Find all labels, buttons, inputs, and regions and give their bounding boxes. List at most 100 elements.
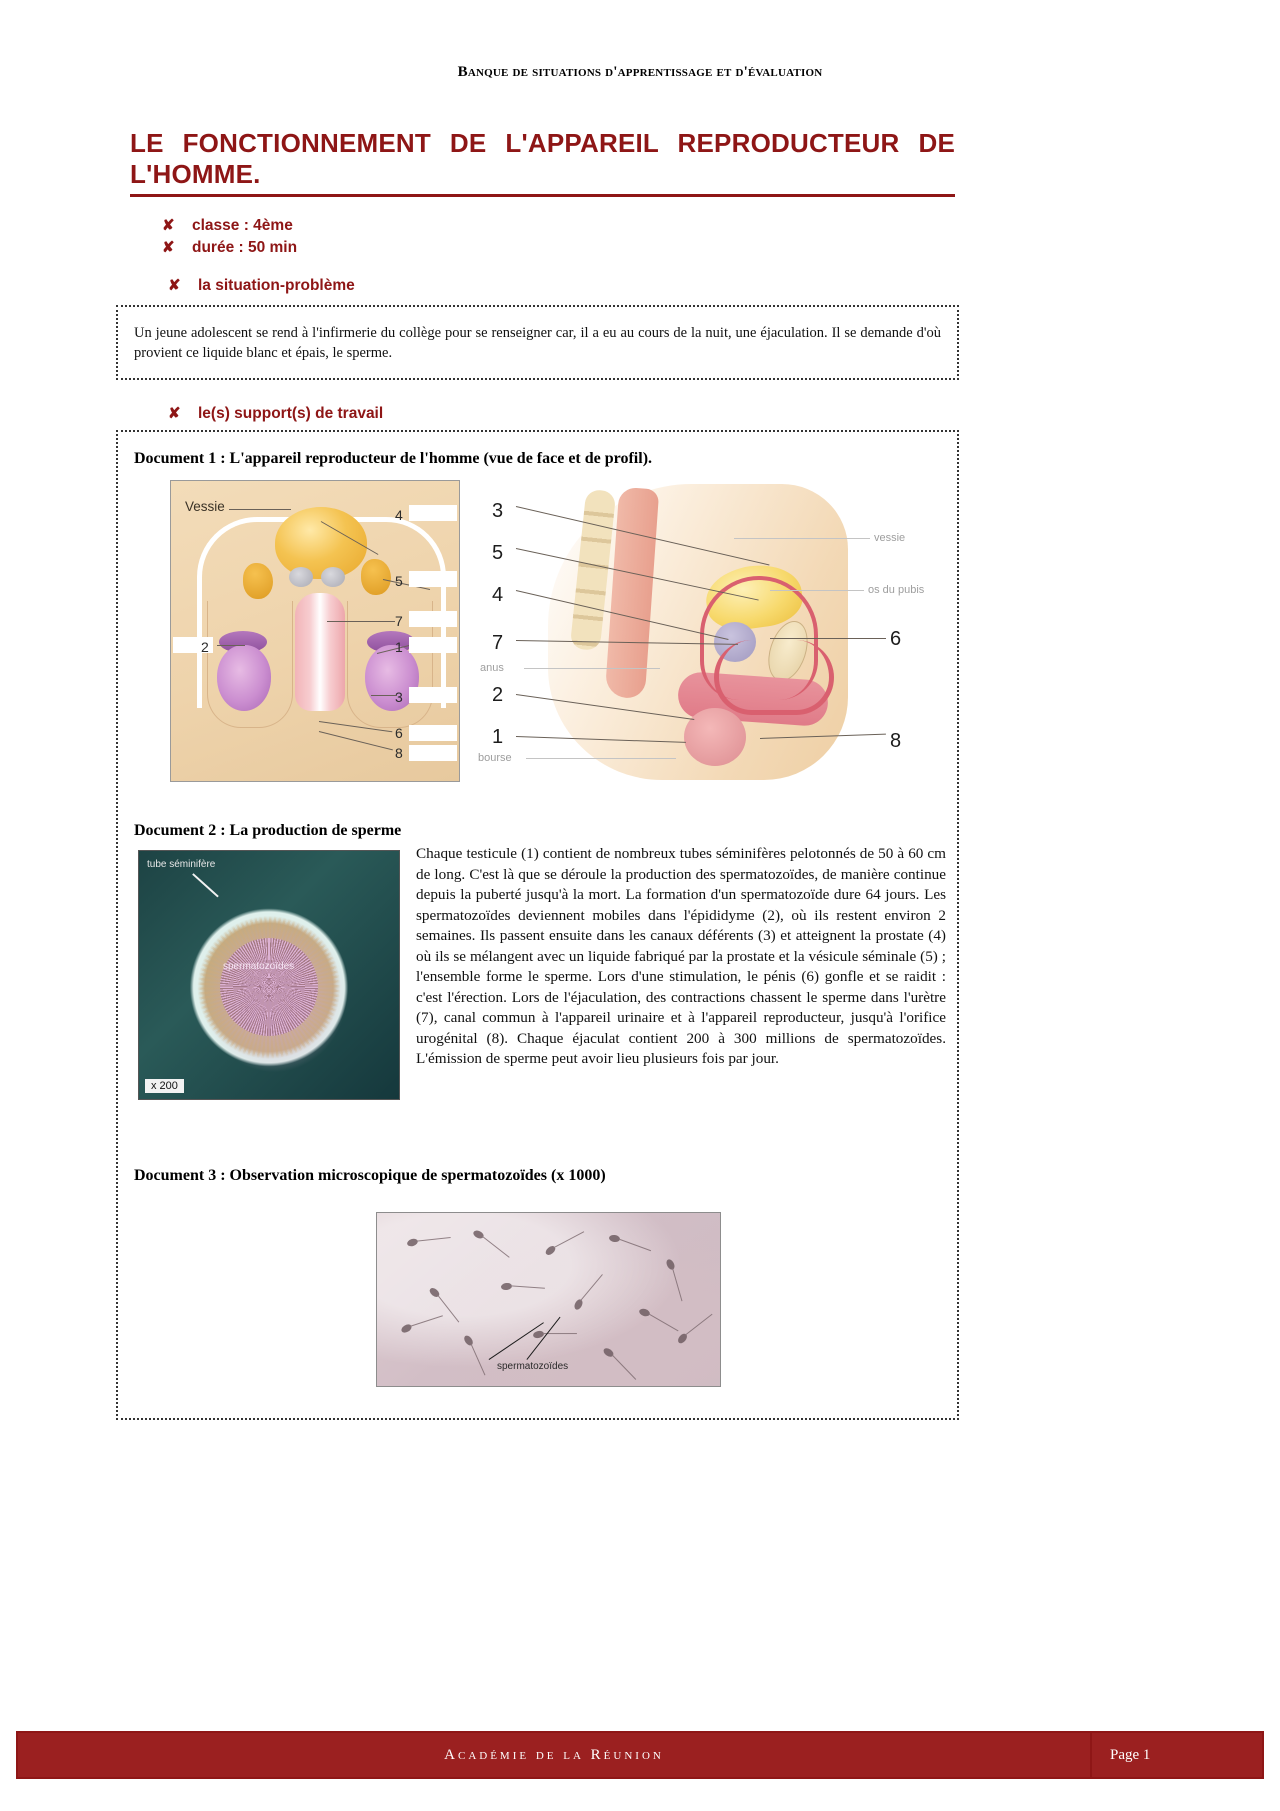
spermatozoon — [544, 1244, 557, 1257]
bullet-cross-icon: ✘ — [168, 277, 181, 294]
leader-line-2 — [217, 645, 245, 646]
profile-label-anus: anus — [480, 662, 504, 674]
answer-box-4[interactable] — [409, 505, 457, 521]
leader-line-vessie — [229, 509, 291, 510]
answer-box-2[interactable] — [173, 637, 213, 653]
profile-leader-anus — [524, 668, 660, 669]
profile-callout-1: 1 — [492, 726, 504, 748]
callout-number-3: 3 — [395, 689, 403, 705]
callout-number-7: 7 — [395, 613, 403, 629]
title-line-2: L'HOMME. — [130, 159, 261, 189]
micrograph-core — [220, 938, 318, 1037]
profile-callout-8: 8 — [890, 730, 902, 752]
profile-callout-7: 7 — [492, 632, 504, 654]
meta-duree-label: durée : 50 min — [192, 239, 298, 256]
spermatozoon — [601, 1346, 616, 1359]
spermatozoon — [428, 1286, 441, 1299]
document-2-text: Chaque testicule (1) contient de nombreu… — [416, 845, 946, 1067]
front-label-vessie: Vessie — [185, 499, 225, 514]
page-title: LE FONCTIONNEMENT DE L'APPAREIL REPRODUC… — [130, 128, 955, 197]
micrograph-label-spermatozoides: spermatozoïdes — [223, 961, 295, 972]
vas-deferens-left-shape — [197, 517, 308, 708]
seminal-vesicle-right-shape — [361, 559, 391, 595]
prostate-left-shape — [289, 567, 313, 587]
figure-seminiferous-tubule-micrograph: tube séminifère spermatozoïdes x 200 — [138, 850, 400, 1100]
callout-number-1: 1 — [395, 639, 403, 655]
profile-view-panel: 3 5 4 7 2 1 anus bourse vessie — [470, 480, 950, 782]
meta-classe-label: classe : 4ème — [192, 217, 293, 234]
answer-box-3[interactable] — [409, 687, 457, 703]
page-footer: Académie de la Réunion Page 1 — [16, 1731, 1264, 1779]
situation-problem-box: Un jeune adolescent se rend à l'infirmer… — [116, 305, 959, 380]
scrotum-profile-shape — [684, 708, 746, 766]
document-3-caption: Document 3 : Observation microscopique d… — [134, 1167, 606, 1184]
profile-callout-5: 5 — [492, 542, 504, 564]
answer-box-7[interactable] — [409, 611, 457, 627]
front-view-panel: Vessie 4 — [170, 480, 460, 782]
profile-leader-6 — [770, 638, 886, 639]
scrotum-outline-left — [207, 601, 293, 728]
profile-callout-2: 2 — [492, 684, 504, 706]
micrograph-label-tube: tube séminifère — [147, 859, 216, 870]
footer-institution: Académie de la Réunion — [18, 1733, 1092, 1777]
spermatozoon — [572, 1298, 585, 1311]
answer-box-5[interactable] — [409, 571, 457, 587]
answer-box-6[interactable] — [409, 725, 457, 741]
supports-box: Document 1 : L'appareil reproducteur de … — [116, 430, 959, 1420]
document-1-caption: Document 1 : L'appareil reproducteur de … — [134, 450, 653, 467]
figure-reproductive-system: Vessie 4 — [170, 480, 950, 790]
section-heading-supports: ✘ le(s) support(s) de travail — [168, 403, 383, 424]
prostate-right-shape — [321, 567, 345, 587]
document-2-caption: Document 2 : La production de sperme — [134, 822, 402, 839]
profile-label-bourse: bourse — [478, 752, 512, 764]
title-underline — [130, 194, 955, 197]
spermatozoon — [399, 1322, 414, 1335]
supports-heading-label: le(s) support(s) de travail — [198, 405, 384, 422]
urethra-profile-shape — [714, 640, 834, 715]
bullet-cross-icon: ✘ — [162, 239, 175, 256]
answer-box-1[interactable] — [409, 637, 457, 653]
figure-3-label: spermatozoïdes — [497, 1361, 569, 1372]
situation-heading-label: la situation-problème — [198, 277, 355, 294]
profile-label-vessie: vessie — [874, 532, 906, 544]
profile-leader-pubis — [770, 590, 864, 591]
title-line-1: LE FONCTIONNEMENT DE L'APPAREIL REPRODUC… — [130, 128, 955, 158]
bullet-cross-icon: ✘ — [168, 405, 181, 422]
meta-classe: ✘ classe : 4ème — [162, 215, 293, 236]
profile-callout-3: 3 — [492, 500, 504, 522]
profile-label-pubis: os du pubis — [868, 584, 925, 596]
profile-callout-4: 4 — [492, 584, 504, 606]
testis-left-shape — [217, 645, 271, 711]
callout-number-5: 5 — [395, 573, 403, 589]
running-head: Banque de situations d'apprentissage et … — [457, 64, 823, 80]
bullet-cross-icon: ✘ — [162, 217, 175, 234]
spermatozoon — [462, 1333, 475, 1348]
profile-leader-vessie — [734, 538, 870, 539]
leader-line-7 — [327, 621, 395, 622]
spermatozoon — [664, 1258, 677, 1271]
pointer-arrow-left-icon — [488, 1322, 545, 1361]
callout-number-6: 6 — [395, 725, 403, 741]
leader-line-8 — [318, 731, 393, 751]
spermatozoon — [676, 1332, 689, 1345]
spermatozoon — [406, 1237, 419, 1248]
bladder-shape — [275, 507, 367, 579]
penis-shaft-shape — [295, 593, 345, 711]
scrotum-outline-right — [347, 601, 433, 728]
callout-number-8: 8 — [395, 745, 403, 761]
answer-box-8[interactable] — [409, 745, 457, 761]
spermatozoon — [472, 1228, 485, 1241]
micrograph-magnification: x 200 — [145, 1079, 184, 1093]
footer-page-number: Page 1 — [1092, 1733, 1262, 1777]
profile-leader-bourse — [526, 758, 676, 759]
leader-line-3 — [371, 695, 397, 696]
spermatozoon — [500, 1282, 513, 1291]
figure-spermatozoa-micrograph: spermatozoïdes — [376, 1212, 721, 1387]
seminal-vesicle-left-shape — [243, 563, 273, 599]
section-heading-situation: ✘ la situation-problème — [168, 275, 355, 296]
profile-callout-6: 6 — [890, 628, 902, 650]
meta-duree: ✘ durée : 50 min — [162, 237, 297, 258]
callout-number-2: 2 — [201, 639, 209, 655]
spermatozoon — [608, 1234, 621, 1243]
